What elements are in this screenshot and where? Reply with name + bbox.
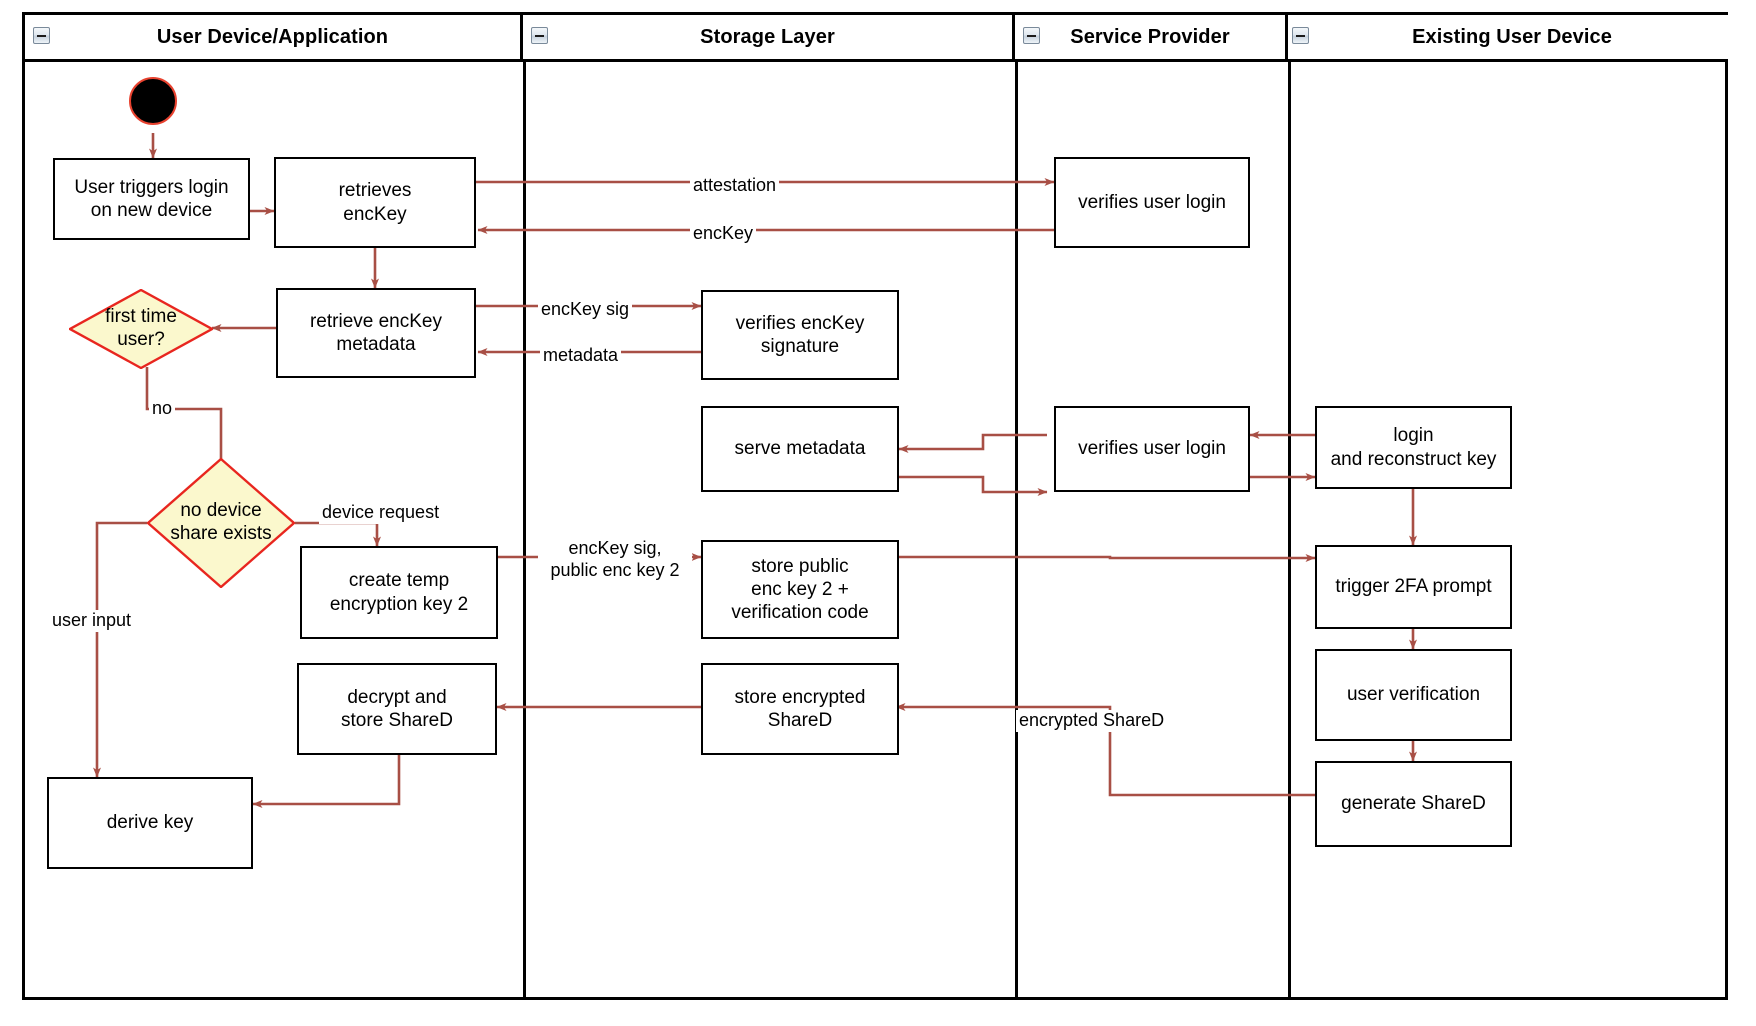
edge-label-enckey-sig: encKey sig bbox=[538, 299, 633, 321]
lane-header-user-device[interactable]: User Device/Application bbox=[25, 15, 523, 62]
node-verifies-enckey-signature[interactable]: verifies encKey signature bbox=[701, 290, 899, 380]
diamond-shape-no-device-share bbox=[147, 458, 295, 588]
collapse-minus-icon[interactable] bbox=[1023, 27, 1040, 44]
node-user-verification[interactable]: user verification bbox=[1315, 649, 1512, 741]
edge-decrypt-to-derive bbox=[252, 755, 401, 808]
edge-label-no: no bbox=[149, 398, 176, 420]
node-store-public-enc-key-2[interactable]: store public enc key 2 + verification co… bbox=[701, 540, 899, 639]
node-generate-shared[interactable]: generate ShareD bbox=[1315, 761, 1512, 847]
node-trigger-2fa-prompt[interactable]: trigger 2FA prompt bbox=[1315, 545, 1512, 629]
node-store-encrypted-shared[interactable]: store encrypted ShareD bbox=[701, 663, 899, 755]
edge-label-encrypted-shared: encrypted ShareD bbox=[1016, 710, 1168, 732]
lane-title-user-device: User Device/Application bbox=[156, 25, 389, 48]
collapse-minus-icon[interactable] bbox=[531, 27, 548, 44]
lane-header-service-provider[interactable]: Service Provider bbox=[1015, 15, 1288, 62]
edge-label-enckey-sig-public: encKey sig, public enc key 2 bbox=[538, 538, 692, 582]
collapse-minus-icon[interactable] bbox=[1292, 27, 1309, 44]
diamond-shape-first-time-user bbox=[69, 289, 213, 369]
node-retrieves-enckey[interactable]: retrieves encKey bbox=[274, 157, 476, 248]
node-verifies-user-login-2[interactable]: verifies user login bbox=[1054, 406, 1250, 492]
edge-label-attestation: attestation bbox=[690, 175, 780, 197]
lane-header-storage-layer[interactable]: Storage Layer bbox=[523, 15, 1015, 62]
decision-first-time-user[interactable]: first time user? bbox=[69, 289, 213, 369]
edge-label-enckey: encKey bbox=[690, 223, 757, 245]
node-retrieve-enckey-metadata[interactable]: retrieve encKey metadata bbox=[276, 288, 476, 378]
node-derive-key[interactable]: derive key bbox=[47, 777, 253, 869]
lane-title-existing-user-device: Existing User Device bbox=[1412, 25, 1612, 48]
edge-store-pub-to-2fa bbox=[896, 554, 1316, 562]
edge-device-request bbox=[295, 521, 381, 547]
edge-verify2-to-serve bbox=[898, 433, 1047, 453]
edge-label-metadata: metadata bbox=[540, 345, 622, 367]
initial-node bbox=[129, 77, 177, 125]
lane-divider-3 bbox=[1288, 62, 1291, 997]
edge-label-device-request: device request bbox=[319, 502, 443, 524]
lane-divider-1 bbox=[523, 62, 526, 997]
decision-no-device-share-exists[interactable]: no device share exists bbox=[147, 458, 295, 588]
edge-label-user-input: user input bbox=[49, 610, 135, 632]
node-serve-metadata[interactable]: serve metadata bbox=[701, 406, 899, 492]
lane-divider-2 bbox=[1015, 62, 1018, 997]
node-create-temp-encryption-key-2[interactable]: create temp encryption key 2 bbox=[300, 546, 498, 639]
edge-serve-to-verify2 bbox=[899, 475, 1048, 496]
node-decrypt-and-store-shared[interactable]: decrypt and store ShareD bbox=[297, 663, 497, 755]
lane-title-service-provider: Service Provider bbox=[1070, 25, 1230, 48]
collapse-minus-icon[interactable] bbox=[33, 27, 50, 44]
lane-header-existing-user-device[interactable]: Existing User Device bbox=[1288, 15, 1728, 62]
swimlane-diagram-frame: User Device/Application Storage Layer Se… bbox=[22, 12, 1728, 1000]
lane-title-storage-layer: Storage Layer bbox=[700, 25, 835, 48]
node-verifies-user-login-1[interactable]: verifies user login bbox=[1054, 157, 1250, 248]
node-user-triggers-login[interactable]: User triggers login on new device bbox=[53, 158, 250, 240]
node-login-and-reconstruct-key[interactable]: login and reconstruct key bbox=[1315, 406, 1512, 489]
edge-user-input bbox=[93, 521, 147, 778]
